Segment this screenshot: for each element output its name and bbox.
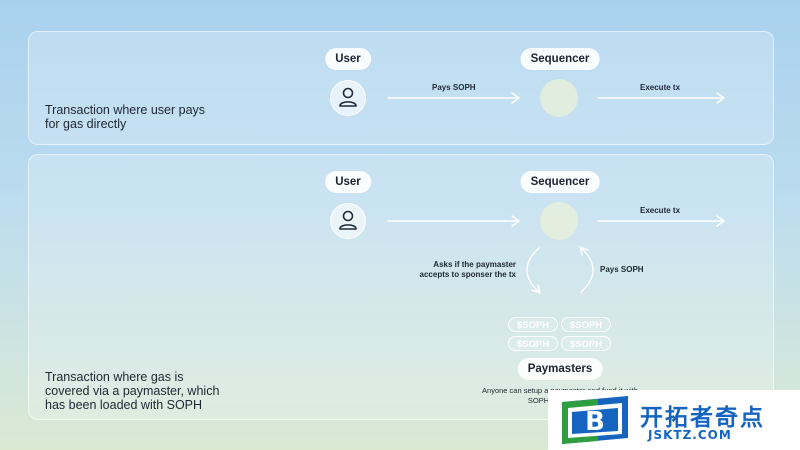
- sequencer-node-bottom: [540, 202, 578, 240]
- soph-token: $SOPH: [561, 317, 611, 332]
- arrow-head: [531, 284, 541, 294]
- direct-gas-panel: [28, 31, 774, 145]
- arrow-head: [716, 215, 725, 227]
- user-label-bottom: User: [325, 171, 371, 193]
- site-logo-icon: B: [562, 396, 628, 444]
- user-icon: [339, 210, 357, 230]
- site-watermark: B 开拓者奇点 JSKTZ.COM: [548, 390, 800, 450]
- caption-top: Transaction where user pays for gas dire…: [45, 103, 205, 131]
- arrow-head: [511, 215, 520, 227]
- caption-bottom-line-3: has been loaded with SOPH: [45, 398, 203, 412]
- execute-tx-label-top: Execute tx: [640, 83, 681, 92]
- arrow-head: [716, 92, 725, 104]
- logo-letter: B: [585, 407, 605, 437]
- ask-paymaster-label: Asks if the paymaster accepts to sponser…: [408, 260, 516, 280]
- arrow-paymaster-pays: [580, 247, 594, 293]
- sequencer-label-top: Sequencer: [520, 48, 600, 70]
- caption-top-line-1: Transaction where user pays: [45, 103, 206, 117]
- soph-token: $SOPH: [508, 336, 558, 351]
- arrow-head: [579, 246, 589, 256]
- paymaster-panel: [28, 154, 774, 420]
- ask-label-line-1: Asks if the paymaster: [433, 260, 516, 269]
- user-label-top: User: [325, 48, 371, 70]
- caption-top-line-2: for gas directly: [45, 117, 127, 131]
- arrow-head: [511, 92, 520, 104]
- arrow-ask-paymaster: [526, 247, 540, 293]
- watermark-url: JSKTZ.COM: [648, 428, 732, 442]
- user-node-top: [330, 80, 366, 116]
- caption-bottom-line-1: Transaction where gas is: [45, 370, 184, 384]
- sequencer-node-top: [540, 79, 578, 117]
- sequencer-label-bottom: Sequencer: [520, 171, 600, 193]
- execute-tx-label-bottom: Execute tx: [640, 206, 681, 215]
- soph-token: $SOPH: [561, 336, 611, 351]
- ask-label-line-2: accepts to sponser the tx: [419, 270, 516, 279]
- paymasters-label: Paymasters: [517, 358, 603, 380]
- caption-bottom: Transaction where gas is covered via a p…: [45, 370, 219, 412]
- pays-soph-label-top: Pays SOPH: [432, 83, 476, 92]
- user-icon: [339, 87, 357, 107]
- user-node-bottom: [330, 203, 366, 239]
- caption-bottom-line-2: covered via a paymaster, which: [45, 384, 220, 398]
- pays-soph-label-bottom: Pays SOPH: [600, 265, 644, 274]
- soph-token: $SOPH: [508, 317, 558, 332]
- watermark-title: 开拓者奇点: [640, 405, 765, 431]
